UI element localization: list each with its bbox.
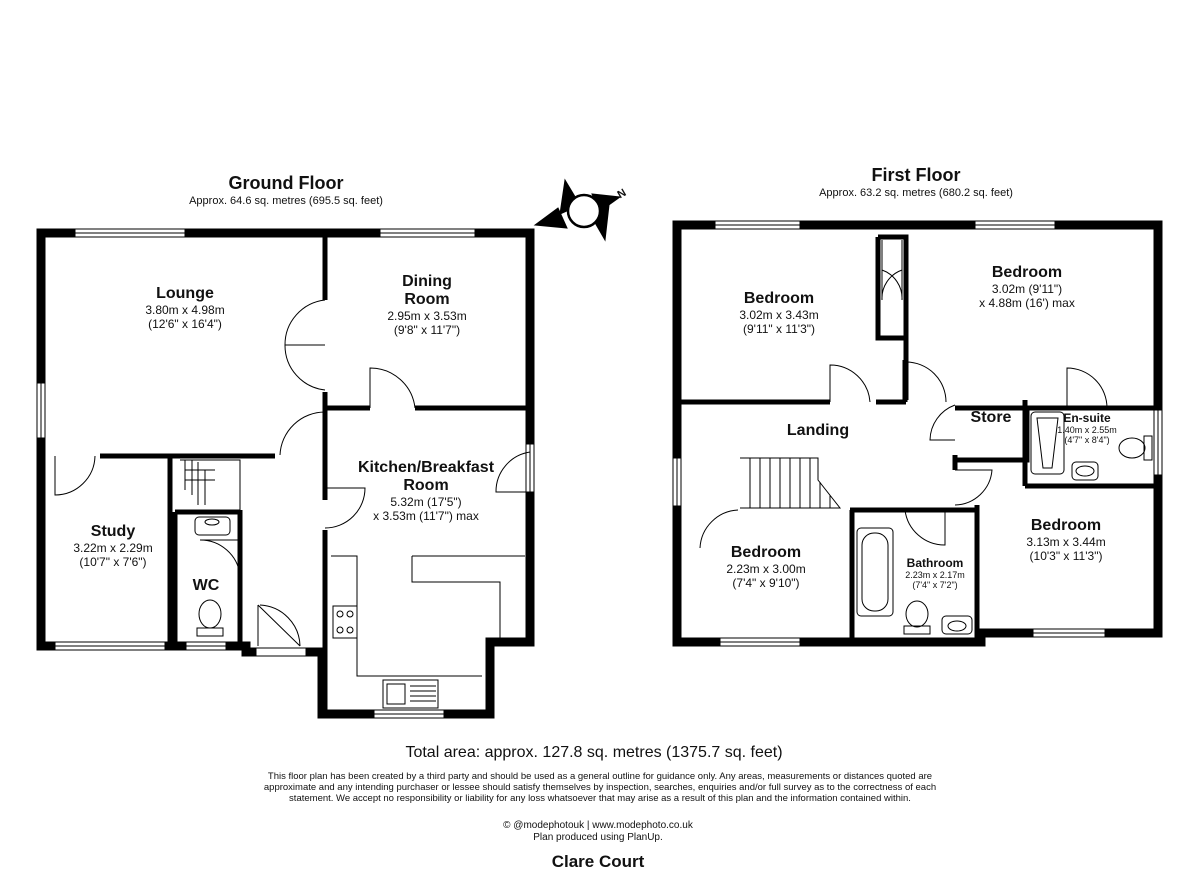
room-dimension: 2.23m x 3.00m: [726, 562, 806, 576]
room-dimension-imperial: (12'6" x 16'4"): [148, 317, 222, 331]
room-name: Bathroom: [906, 556, 964, 570]
room-name-line2: Room: [403, 477, 449, 494]
room-dimension: 3.02m x 3.43m: [739, 308, 819, 322]
room-dimension: 3.13m x 3.44m: [1026, 535, 1106, 549]
room-dining: Dining Room 2.95m x 3.53m (9'8" x 11'7"): [387, 273, 466, 337]
room-dimension-imperial: (9'8" x 11'7"): [393, 323, 461, 337]
ground-floor-title: Ground Floor: [228, 173, 344, 193]
disclaimer-line-2: approximate and any intending purchaser …: [263, 782, 937, 793]
room-dimension: 2.95m x 3.53m: [387, 309, 467, 323]
room-dimension-imperial: (10'7" x 7'6"): [79, 555, 147, 569]
room-name: Dining: [402, 273, 452, 290]
room-name-line2: Room: [404, 291, 450, 308]
ground-floor-area: Approx. 64.6 sq. metres (695.5 sq. feet): [189, 195, 383, 207]
ground-floor-doors: [54, 299, 531, 647]
room-dimension-imperial: (9'11" x 11'3"): [742, 322, 816, 336]
room-store: Store: [970, 409, 1012, 426]
room-name: Kitchen/Breakfast: [357, 459, 495, 476]
room-study: Study 3.22m x 2.29m (10'7" x 7'6"): [73, 523, 152, 569]
ground-floor-windows: [36, 228, 535, 719]
kitchen-units: [331, 555, 525, 709]
disclaimer: This floor plan has been created by a th…: [264, 771, 936, 804]
room-dimension: 3.22m x 2.29m: [73, 541, 153, 555]
wc-fittings: [194, 516, 231, 637]
first-floor-doors: [699, 240, 1108, 549]
room-ensuite: En-suite 1.40m x 2.55m (4'7" x 8'4"): [1057, 411, 1117, 445]
room-name: Bedroom: [730, 544, 802, 561]
ground-floor-interior-walls: [100, 233, 530, 714]
room-dimension-imperial: x 3.53m (11'7") max: [373, 509, 479, 523]
room-dimension-imperial: (4'7" x 8'4"): [1064, 435, 1110, 445]
credit: © @modephotouk | www.modephoto.co.uk: [503, 820, 693, 831]
room-dimension: 1.40m x 2.55m: [1057, 425, 1117, 435]
first-floor-area: Approx. 63.2 sq. metres (680.2 sq. feet): [819, 187, 1013, 199]
room-lounge: Lounge 3.80m x 4.98m (12'6" x 16'4"): [145, 285, 224, 331]
first-floor-stairs: [740, 457, 842, 509]
room-name: En-suite: [1063, 411, 1111, 425]
ensuite-fittings: [1030, 411, 1153, 481]
disclaimer-line-1: This floor plan has been created by a th…: [267, 771, 933, 782]
room-landing: Landing: [786, 422, 850, 439]
room-dimension-imperial: x 4.88m (16') max: [979, 296, 1075, 310]
room-dimension: 2.23m x 2.17m: [905, 570, 965, 580]
disclaimer-line-3: statement. We accept no responsibility o…: [289, 793, 911, 804]
room-bedroom-2: Bedroom 3.02m (9'11") x 4.88m (16') max: [979, 264, 1075, 310]
total-area: Total area: approx. 127.8 sq. metres (13…: [405, 744, 783, 761]
first-floor-title: First Floor: [871, 165, 961, 185]
bathroom-fittings: [856, 527, 973, 635]
room-dimension: 3.80m x 4.98m: [145, 303, 225, 317]
room-dimension-imperial: (10'3" x 11'3"): [1029, 549, 1103, 563]
room-bedroom-3: Bedroom 2.23m x 3.00m (7'4" x 9'10"): [726, 544, 805, 590]
room-name: Bedroom: [743, 290, 815, 307]
ground-floor-stairs: [180, 459, 241, 511]
compass-icon: [533, 178, 622, 242]
room-name: Study: [90, 523, 136, 540]
room-bedroom-1: Bedroom 3.02m x 3.43m (9'11" x 11'3"): [739, 290, 818, 336]
room-name: Bedroom: [991, 264, 1063, 281]
property-name: Clare Court: [551, 852, 645, 871]
room-bathroom: Bathroom 2.23m x 2.17m (7'4" x 7'2"): [905, 556, 965, 590]
room-wc: WC: [192, 577, 220, 594]
room-dimension: 5.32m (17'5"): [390, 495, 462, 509]
room-bedroom-4: Bedroom 3.13m x 3.44m (10'3" x 11'3"): [1026, 517, 1105, 563]
first-floor-windows: [672, 220, 1163, 647]
first-floor-walls: [672, 220, 1163, 647]
room-dimension-imperial: (7'4" x 9'10"): [732, 576, 800, 590]
room-dimension: 3.02m (9'11"): [991, 282, 1063, 296]
room-kitchen: Kitchen/Breakfast Room 5.32m (17'5") x 3…: [358, 459, 494, 523]
room-dimension-imperial: (7'4" x 7'2"): [912, 580, 958, 590]
produced-by: Plan produced using PlanUp.: [533, 832, 663, 843]
room-name: Lounge: [156, 285, 214, 302]
room-name: Bedroom: [1030, 517, 1102, 534]
